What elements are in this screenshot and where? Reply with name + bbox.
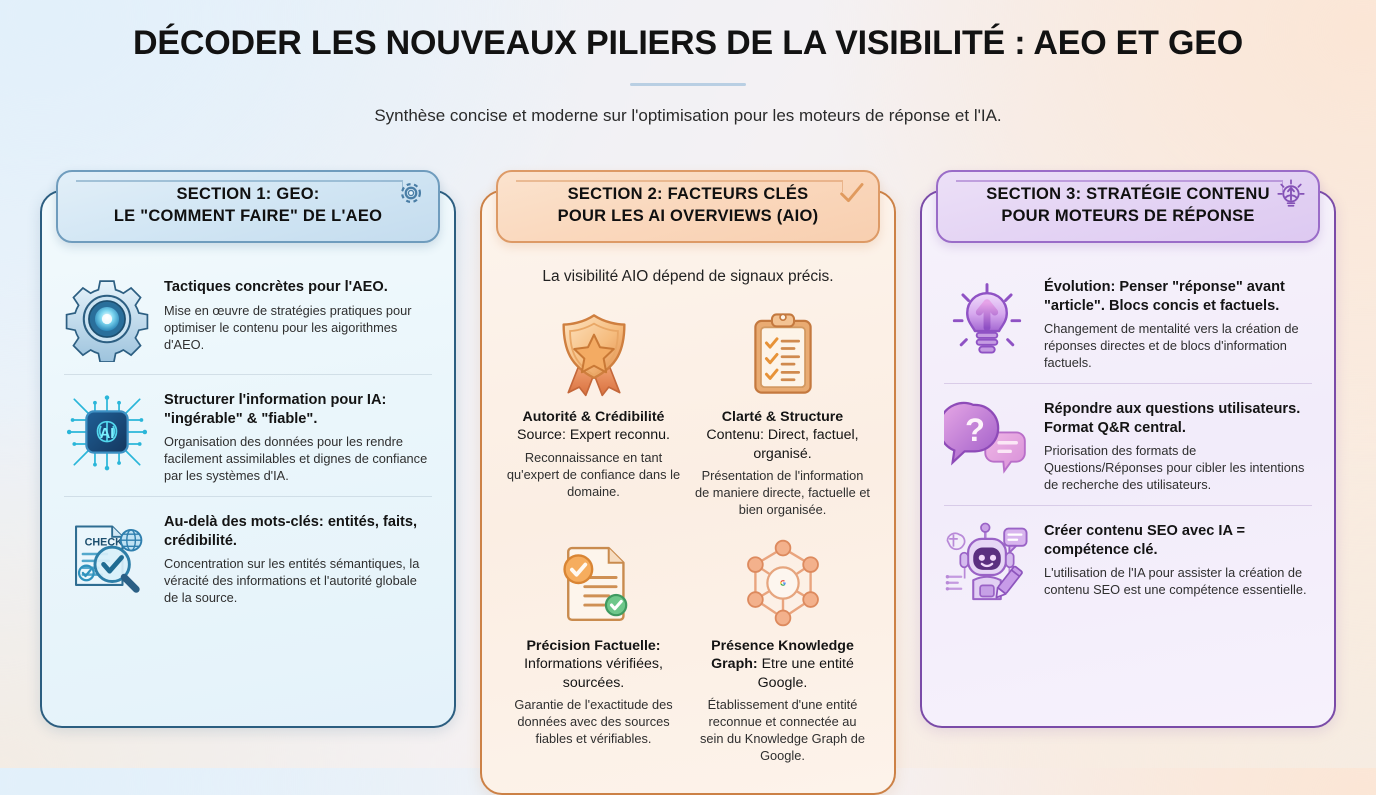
list-item-title: Tactiques concrètes pour l'AEO. (164, 279, 388, 295)
title-block: DÉCODER LES NOUVEAUX PILIERS DE LA VISIB… (0, 0, 1376, 126)
grid-item-desc: Garantie de l'exactitude des données ave… (514, 697, 673, 747)
list-item-desc: Mise en œuvre de stratégies pratiques po… (164, 302, 412, 352)
pill-accent-line (516, 180, 843, 189)
section-2-title: SECTION 2: FACTEURS CLÉS POUR LES AI OVE… (557, 185, 819, 225)
list-item-title: Créer contenu SEO avec IA = compétence c… (1044, 523, 1246, 558)
grid-item-desc: Présentation de l'information de maniere… (695, 468, 870, 518)
list-item-title: Structurer l'information pour IA: "ingér… (164, 392, 387, 427)
section-1-title: SECTION 1: GEO: LE "COMMENT FAIRE" DE L'… (113, 185, 383, 225)
list-item: Évolution: Penser "réponse" avant "artic… (944, 266, 1312, 383)
pill-accent-line (956, 180, 1283, 189)
list-item-desc: Priorisation des formats de Questions/Ré… (1044, 443, 1305, 493)
grid-item-title-bold: Précision Factuelle: (526, 638, 661, 655)
page-title: DÉCODER LES NOUVEAUX PILIERS DE LA VISIB… (133, 24, 1243, 62)
knowledge-graph-google-icon (695, 531, 870, 635)
title-divider (630, 83, 746, 87)
list-item: Créer contenu SEO avec IA = compétence c… (944, 505, 1312, 618)
robot-pencil-icon (944, 520, 1030, 606)
shield-star-badge-icon (506, 302, 681, 406)
grid-item: Précision Factuelle:Informations vérifié… (504, 529, 683, 771)
gear-icon (394, 176, 428, 210)
section-3-card: SECTION 3: STRATÉGIE CONTENU POUR MOTEUR… (920, 170, 1336, 728)
lightbulb-icon (1274, 176, 1308, 210)
section-2-header-pill: SECTION 2: FACTEURS CLÉS POUR LES AI OVE… (496, 170, 880, 243)
list-item-desc: L'utilisation de l'IA pour assister la c… (1044, 565, 1307, 598)
list-item: Tactiques concrètes pour l'AEO. Mise en … (64, 266, 432, 374)
grid-item-desc: Établissement d'une entité reconnue et c… (699, 697, 866, 764)
check-mark-icon (834, 176, 868, 210)
list-item-title: Au-delà des mots-clés: entités, faits, c… (164, 514, 418, 549)
grid-item-title-bold: Autorité & Crédibilité (522, 409, 665, 425)
lightbulb-arrow-icon (944, 276, 1030, 362)
section-1-header-pill: SECTION 1: GEO: LE "COMMENT FAIRE" DE L'… (56, 170, 440, 243)
clipboard-checklist-icon (695, 302, 870, 406)
grid-item-title-rest: Contenu: Direct, factuel, organisé. (706, 427, 859, 462)
grid-item-title-rest: Etre une entité Google. (757, 656, 854, 691)
gear-icon (64, 276, 150, 362)
list-item-title: Répondre aux questions utilisateurs. For… (1044, 401, 1301, 436)
list-item-title: Évolution: Penser "réponse" avant "artic… (1044, 279, 1285, 314)
list-item: ? Répondre aux questions utilisateurs. F… (944, 383, 1312, 505)
section-2-lead: La visibilité AIO dépend de signaux préc… (542, 268, 834, 285)
list-item-desc: Concentration sur les entités sémantique… (164, 556, 420, 606)
list-item: CHECK (64, 496, 432, 618)
grid-item-title-rest: Source: Expert reconnu. (517, 427, 670, 444)
section-1-card: SECTION 1: GEO: LE "COMMENT FAIRE" DE L'… (40, 170, 456, 728)
grid-item-title-rest: Informations vérifiées, sourcées. (524, 656, 663, 691)
grid-item-title-bold: Présence Knowledge Graph: (711, 638, 854, 673)
page-subtitle: Synthèse concise et moderne sur l'optimi… (374, 106, 1002, 126)
grid-item-title-bold: Clarté & Structure (721, 409, 844, 425)
svg-text:CHECK: CHECK (85, 537, 123, 549)
pill-accent-line (76, 180, 403, 189)
check-document-magnifier-icon: CHECK (64, 511, 150, 597)
section-3-column: SECTION 3: STRATÉGIE CONTENU POUR MOTEUR… (920, 170, 1336, 795)
verified-document-icon (506, 531, 681, 635)
list-item-desc: Changement de mentalité vers la création… (1044, 321, 1299, 371)
question-chat-bubbles-icon: ? (944, 398, 1030, 484)
section-2-column: SECTION 2: FACTEURS CLÉS POUR LES AI OVE… (480, 170, 896, 795)
list-item-desc: Organisation des données pour les rendre… (164, 434, 428, 484)
section-1-column: SECTION 1: GEO: LE "COMMENT FAIRE" DE L'… (40, 170, 456, 795)
sections-container: SECTION 1: GEO: LE "COMMENT FAIRE" DE L'… (0, 170, 1376, 795)
grid-item: Présence Knowledge Graph: Etre une entit… (693, 529, 872, 771)
grid-item-desc: Reconnaissance en tant qu'expert de conf… (506, 449, 681, 499)
ai-chip-icon: AI (64, 389, 150, 475)
section-2-card: SECTION 2: FACTEURS CLÉS POUR LES AI OVE… (480, 170, 896, 795)
svg-text:AI: AI (100, 426, 115, 442)
svg-text:?: ? (965, 411, 985, 448)
section-3-title: SECTION 3: STRATÉGIE CONTENU POUR MOTEUR… (986, 185, 1270, 225)
section-3-header-pill: SECTION 3: STRATÉGIE CONTENU POUR MOTEUR… (936, 170, 1320, 243)
list-item: AI Structurer l'information pour IA: "in… (64, 374, 432, 496)
